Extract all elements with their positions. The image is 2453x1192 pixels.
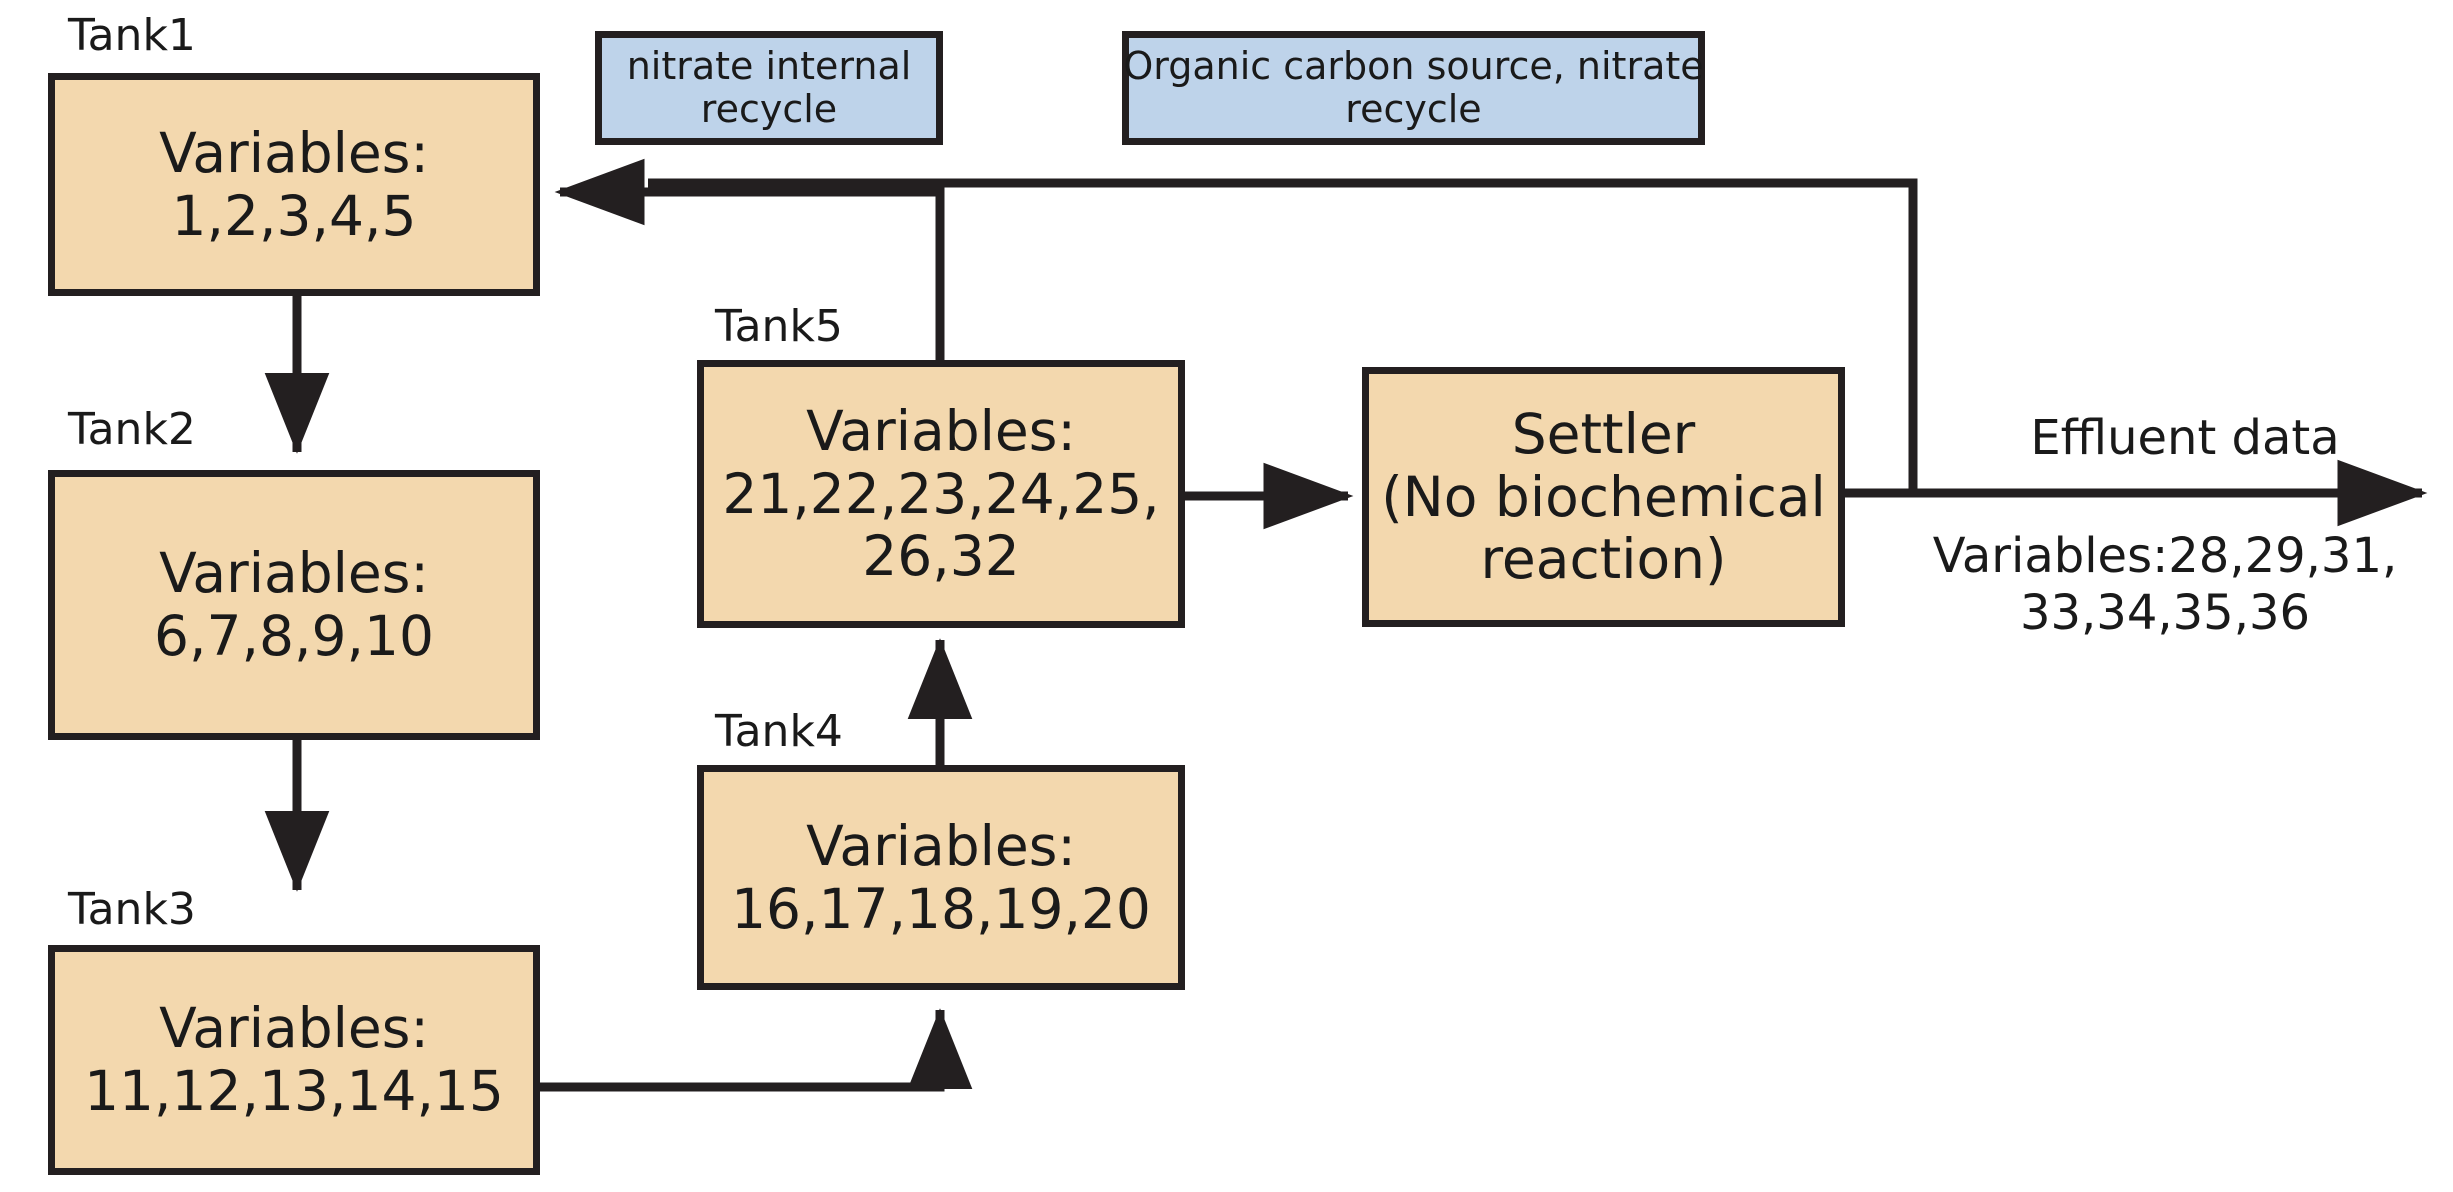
tank3-line2: 11,12,13,14,15 <box>84 1059 504 1123</box>
note1-line1: nitrate internal <box>626 43 912 88</box>
note2-line1: Organic carbon source, nitrate <box>1123 43 1704 88</box>
settler-line2: (No biochemical <box>1381 464 1826 529</box>
tank3-line1: Variables: <box>159 996 429 1061</box>
effluent-variables: Variables:28,29,31, 33,34,35,36 <box>1900 528 2430 641</box>
settler-line1: Settler <box>1511 401 1696 466</box>
note2-line2: recycle <box>1345 87 1482 131</box>
tank5-line1: Variables: <box>806 398 1076 463</box>
note-nitrate-internal-recycle[interactable]: nitrate internal recycle <box>595 31 943 145</box>
tank4-box[interactable]: Variables: 16,17,18,19,20 <box>697 765 1185 990</box>
tank5-line3: 26,32 <box>862 524 1020 589</box>
tank3-tag: Tank3 <box>68 884 196 935</box>
tank2-line2: 6,7,8,9,10 <box>154 604 434 668</box>
tank1-box[interactable]: Variables: 1,2,3,4,5 <box>48 73 540 296</box>
effluent-variables-line1: Variables:28,29,31, <box>1932 528 2398 584</box>
tank1-tag: Tank1 <box>68 10 196 61</box>
tank5-tag: Tank5 <box>715 301 843 352</box>
tank4-line2: 16,17,18,19,20 <box>731 876 1151 941</box>
wire-tank3-to-tank4 <box>540 1008 973 1092</box>
tank2-tag: Tank2 <box>68 404 196 455</box>
tank3-box[interactable]: Variables: 11,12,13,14,15 <box>48 945 540 1175</box>
settler-box[interactable]: Settler (No biochemical reaction) <box>1362 367 1845 627</box>
tank5-box[interactable]: Variables: 21,22,23,24,25, 26,32 <box>697 360 1185 628</box>
note1-line2: recycle <box>700 87 838 131</box>
effluent-data-label: Effluent data <box>2030 410 2340 466</box>
effluent-variables-line2: 33,34,35,36 <box>2019 584 2311 641</box>
tank4-line1: Variables: <box>806 813 1076 878</box>
note-organic-carbon-nitrate-recycle[interactable]: Organic carbon source, nitrate recycle <box>1122 31 1705 145</box>
tank2-box[interactable]: Variables: 6,7,8,9,10 <box>48 470 540 740</box>
tank1-line2: 1,2,3,4,5 <box>171 183 417 248</box>
settler-line3: reaction) <box>1480 527 1727 592</box>
tank1-line1: Variables: <box>159 120 429 185</box>
tank2-line1: Variables: <box>159 541 429 606</box>
tank4-tag: Tank4 <box>715 706 843 757</box>
tank5-line2: 21,22,23,24,25, <box>722 461 1160 526</box>
